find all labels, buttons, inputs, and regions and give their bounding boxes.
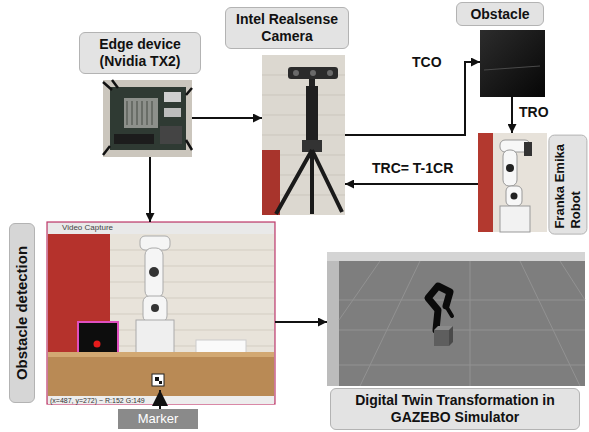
- illustration-part: [94, 341, 101, 348]
- illustration-part: [327, 70, 333, 76]
- illustration-part: [478, 133, 547, 232]
- illustration-part: [306, 86, 318, 146]
- gazebo-screenshot: [327, 252, 585, 386]
- node-heading: Obstacle detection: [9, 223, 35, 403]
- marker-label: Marker: [118, 409, 198, 429]
- status-text: (x=487, y=272) ~ R:152 G:149: [50, 397, 145, 404]
- node-heading: Digital Twin Transformation in GAZEBO Si…: [330, 388, 580, 430]
- illustration-part: [145, 248, 163, 298]
- photo-panel: Franka Emika Robot: [478, 133, 547, 232]
- illustration-part: [143, 296, 167, 322]
- illustration-part: [155, 377, 159, 381]
- heading-text: Franka Emika Robot: [552, 144, 583, 229]
- illustration-part: [48, 352, 274, 396]
- illustration-part: [48, 352, 274, 357]
- illustration-part: [480, 30, 545, 97]
- detection-screenshot: [47, 222, 275, 409]
- illustration-part: [47, 222, 275, 404]
- illustration-part: [48, 234, 274, 396]
- illustration-part: [159, 381, 162, 384]
- illustration-part: [48, 223, 274, 234]
- photo-panel: Obstacle detection: [47, 222, 275, 404]
- illustration-part: [262, 150, 280, 215]
- illustration-part: [327, 252, 585, 386]
- connector-arrow: [511, 97, 513, 133]
- illustration-part: [196, 340, 246, 353]
- photo-panel: Intel Realsense Camera: [262, 55, 345, 215]
- connector-arrow: [192, 117, 262, 119]
- tx2-photo: [103, 80, 192, 157]
- transform-label: TRO: [519, 104, 549, 121]
- node-heading: Obstacle: [456, 2, 544, 27]
- illustration-part: [449, 326, 453, 346]
- illustration-part: [446, 306, 452, 316]
- illustration-part: [293, 70, 299, 76]
- illustration-part: [114, 134, 154, 144]
- heading-text: Edge device (Nvidia TX2): [99, 36, 181, 69]
- illustration-part: [500, 206, 530, 232]
- illustration-part: [309, 79, 315, 87]
- connector-arrow: [345, 62, 480, 135]
- connector-arrow: [149, 157, 151, 222]
- illustration-part: [110, 250, 274, 346]
- illustration-part: [103, 80, 192, 155]
- illustration-part: [288, 67, 338, 79]
- illustration-part: [506, 164, 514, 172]
- heading-text: Digital Twin Transformation in GAZEBO Si…: [355, 392, 555, 425]
- illustration-part: [149, 267, 159, 277]
- illustration-part: [159, 390, 161, 409]
- illustration-part: [506, 186, 522, 206]
- illustration-part: [484, 66, 540, 70]
- illustration-part: [160, 126, 182, 144]
- window-title: Video Capture: [62, 224, 113, 232]
- obstacle-photo: [480, 30, 545, 97]
- illustration-part: [110, 87, 186, 150]
- illustration-part: [524, 142, 532, 156]
- illustration-part: [164, 92, 181, 102]
- illustration-part: [327, 252, 585, 261]
- transform-label: TCO: [412, 54, 442, 71]
- camera-photo: [262, 55, 345, 215]
- illustration-part: [503, 150, 517, 186]
- illustration-part: [262, 55, 345, 215]
- node-heading: Intel Realsense Camera: [225, 7, 349, 49]
- heading-text: Obstacle detection: [13, 246, 30, 380]
- illustration-part: [339, 261, 585, 386]
- illustration-part: [164, 108, 181, 117]
- photo-panel: Edge device (Nvidia TX2): [103, 80, 192, 157]
- photo-panel: Obstacle: [480, 30, 545, 97]
- node-heading: Edge device (Nvidia TX2): [79, 32, 201, 74]
- illustration-part: [327, 261, 339, 386]
- connector-arrow: [275, 321, 327, 323]
- illustration-part: [434, 330, 449, 346]
- photo-panel: Digital Twin Transformation in GAZEBO Si…: [327, 252, 585, 386]
- illustration-part: [276, 150, 342, 214]
- illustration-part: [124, 98, 158, 128]
- illustration-part: [511, 193, 518, 200]
- heading-text: Intel Realsense Camera: [236, 11, 338, 44]
- illustration-part: [310, 70, 316, 76]
- illustration-part: [103, 80, 192, 157]
- illustration-part: [151, 304, 159, 312]
- heading-text: Obstacle: [470, 6, 529, 22]
- illustration-part: [152, 374, 164, 386]
- illustration-part: [136, 320, 174, 354]
- illustration-part: [127, 101, 152, 125]
- robot-photo: [478, 133, 547, 232]
- illustration-part: [478, 133, 493, 232]
- connector-arrow: [345, 183, 478, 185]
- transform-label: TRC= T-1CR: [372, 160, 453, 177]
- node-heading: Franka Emika Robot: [548, 134, 587, 234]
